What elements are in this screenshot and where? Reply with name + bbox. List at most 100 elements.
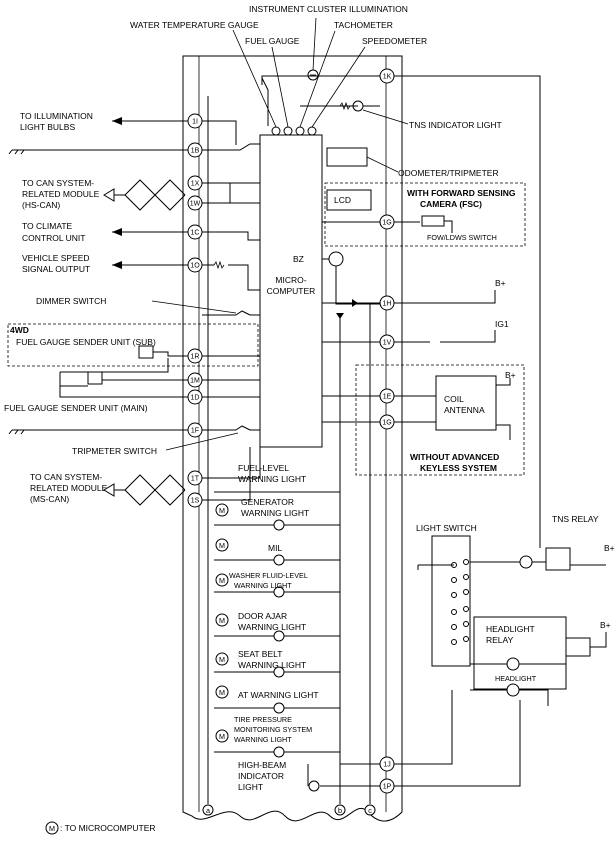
headlight-lamp-1 (506, 657, 520, 671)
pin-1d: 1D (187, 389, 203, 405)
pin-1m: 1M (187, 372, 203, 388)
can-hs-arrow (103, 188, 115, 202)
label-tns-indicator: TNS INDICATOR LIGHT (409, 120, 502, 130)
wire-1k (261, 75, 380, 85)
ground-1b (8, 149, 25, 155)
svg-text:M: M (219, 688, 225, 697)
tripmeter-leader (165, 432, 239, 451)
pin-1e: 1E (379, 388, 395, 404)
bus-c-terminal: c (364, 804, 376, 816)
pin-1t: 1T (187, 470, 203, 486)
label-fuel-gauge: FUEL GAUGE (245, 36, 300, 46)
svg-text:M: M (219, 541, 225, 550)
label-tns-relay: TNS RELAY (552, 514, 599, 524)
wire-1k-ext (394, 75, 541, 548)
label-fsc-1: WITH FORWARD SENSING (407, 188, 516, 198)
svg-text:1I: 1I (192, 119, 198, 126)
warning-lights: FUEL-LEVEL WARNING LIGHT M GENERATOR WAR… (214, 463, 340, 792)
ground-1f (8, 429, 25, 435)
label-bplus-coil: B+ (505, 370, 516, 380)
pin-1k: 1K (379, 68, 395, 84)
label-4wd: 4WD (10, 325, 29, 335)
wire-1j (340, 690, 453, 765)
label-washer-2: WARNING LIGHT (234, 581, 292, 590)
label-highbeam-2: INDICATOR (238, 771, 284, 781)
pin-1g: 1G (379, 414, 395, 430)
can-hs-twist (124, 179, 186, 211)
wire-1b (12, 143, 260, 151)
lcd-box (326, 189, 372, 211)
label-bplus-tns: B+ (604, 543, 615, 553)
micro-label-2: COMPUTER (267, 286, 316, 296)
svg-text:b: b (338, 806, 342, 815)
label-fuel-level-2: WARNING LIGHT (238, 474, 306, 484)
svg-text:1R: 1R (191, 354, 200, 361)
odometer-leader (366, 156, 399, 173)
svg-text:1F: 1F (191, 428, 199, 435)
svg-text:1M: 1M (190, 378, 200, 385)
dimmer-leader (151, 300, 237, 314)
label-bz: BZ (293, 254, 304, 264)
label-tire-2: MONITORING SYSTEM (234, 725, 312, 734)
odometer-box (326, 147, 368, 167)
bus-b-terminal: b (334, 804, 346, 816)
label-bplus-headlight: B+ (600, 620, 611, 630)
label-bplus-1h: B+ (495, 278, 506, 288)
wire-1p (307, 700, 521, 787)
label-generator-2: WARNING LIGHT (241, 508, 309, 518)
arrow-illumination (112, 117, 122, 125)
svg-text:1X: 1X (191, 181, 200, 188)
label-seat-2: WARNING LIGHT (238, 660, 306, 670)
headlight-lamp-2 (506, 683, 520, 697)
label-vss-2: SIGNAL OUTPUT (22, 264, 90, 274)
wire-1c (112, 231, 260, 241)
coil-ground (496, 424, 511, 440)
bus-a-terminal: a (202, 804, 214, 816)
label-can-ms-2: RELATED MODULE (30, 483, 108, 493)
label-tire-3: WARNING LIGHT (234, 735, 292, 744)
gauge-symbols (232, 29, 366, 136)
fsc-group-box (324, 182, 526, 247)
arrow-vss (112, 261, 122, 269)
svg-text:1T: 1T (191, 476, 200, 483)
legend-m-letter: M (49, 824, 55, 833)
label-instrument-illumination: INSTRUMENT CLUSTER ILLUMINATION (249, 4, 408, 14)
svg-text:1D: 1D (191, 395, 200, 402)
legend-text: : TO MICROCOMPUTER (60, 823, 156, 833)
label-can-hs-2: RELATED MODULE (22, 189, 100, 199)
label-headlight-relay-1: HEADLIGHT (486, 624, 535, 634)
tripmeter-switch-symbol (235, 425, 251, 431)
label-highbeam-1: HIGH-BEAM (238, 760, 286, 770)
arrow-climate (112, 228, 122, 236)
label-generator-1: GENERATOR (241, 497, 294, 507)
svg-text:1H: 1H (383, 301, 392, 308)
pin-1s: 1S (187, 492, 203, 508)
pin-1p: 1P (379, 778, 395, 794)
wire-headlight-bplus (590, 632, 607, 648)
svg-text:1J: 1J (383, 762, 390, 769)
label-door-2: WARNING LIGHT (238, 622, 306, 632)
pin-1c: 1C (187, 224, 203, 240)
label-illumination-2: LIGHT BULBS (20, 122, 75, 132)
label-illumination-1: TO ILLUMINATION (20, 111, 93, 121)
pin-1w: 1W (187, 195, 203, 211)
wire-1v (322, 330, 496, 343)
svg-text:1K: 1K (383, 74, 392, 81)
pin-1i: 1I (187, 113, 203, 129)
fow-switch-symbol (421, 215, 445, 227)
label-highbeam-3: LIGHT (238, 782, 263, 792)
label-door-1: DOOR AJAR (238, 611, 287, 621)
pin-1j: 1J (379, 756, 395, 772)
label-can-hs-3: (HS-CAN) (22, 200, 60, 210)
svg-text:1G: 1G (382, 420, 391, 427)
label-fsc-2: CAMERA (FSC) (420, 199, 482, 209)
microcomputer-box (259, 134, 323, 448)
diode-2 (336, 313, 344, 319)
label-sender-sub: FUEL GAUGE SENDER UNIT (SUB) (16, 337, 156, 347)
buzzer-symbol (328, 251, 344, 267)
label-at-warning: AT WARNING LIGHT (238, 690, 319, 700)
svg-text:1E: 1E (383, 394, 392, 401)
